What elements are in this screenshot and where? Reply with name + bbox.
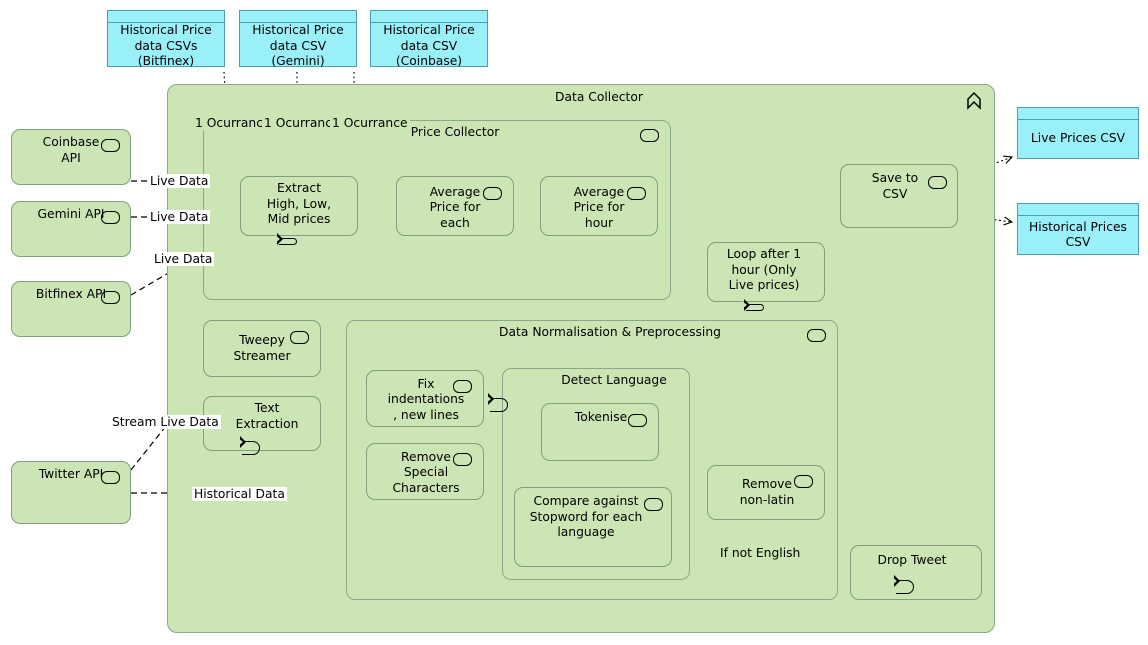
node-label: Gemini API (37, 207, 105, 221)
edge-label-occurrence-2: 1 Ocurrance (262, 116, 342, 130)
node-label: Compare against Stopword for each langua… (529, 494, 643, 539)
node-fix-indentations[interactable]: Fix indentations , new lines (366, 370, 484, 427)
node-label: Coinbase API (42, 135, 100, 165)
node-label: Remove Special Characters (392, 449, 460, 495)
node-label: Fix indentations , new lines (387, 376, 465, 422)
data-object-header-bar (240, 11, 356, 23)
process-icon (928, 176, 947, 189)
function-icon (238, 436, 260, 455)
node-text-extraction[interactable]: Text Extraction (203, 396, 321, 455)
source-node-twitter-api[interactable]: Twitter API (11, 461, 131, 524)
data-object-header-bar (1018, 108, 1138, 120)
function-icon (275, 232, 297, 245)
edge-label-live-data-gemini: Live Data (148, 210, 211, 224)
node-label: Text Extraction (235, 401, 299, 431)
data-object-label: Live Prices CSV (1030, 131, 1126, 146)
node-label: Average Price for hour (573, 184, 625, 230)
node-label: Drop Tweet (877, 553, 947, 567)
process-icon (453, 380, 472, 393)
edge-label-live-data-bitfinex: Live Data (152, 252, 215, 266)
data-object-label: Historical Price data CSV (Coinbase) (383, 23, 475, 68)
edge-label-occurrence-1: 1 Ocurrance (193, 116, 273, 130)
function-icon (486, 392, 508, 412)
process-icon (627, 187, 646, 200)
container-title-price-collector: Price Collector (410, 125, 500, 139)
historical-price-csv-bitfinex[interactable]: Historical Price data CSVs (Bitfinex) (107, 10, 225, 68)
edge-label-occurrence-3: 1 Ocurrance (330, 116, 410, 130)
node-remove-non-latin[interactable]: Remove non-latin (707, 465, 825, 520)
node-loop-after-1-hour[interactable]: Loop after 1 hour (Only Live prices) (707, 242, 825, 311)
data-object-label: Historical Prices CSV (1029, 219, 1127, 250)
source-node-bitfinex-api[interactable]: Bitfinex API (11, 281, 131, 337)
process-icon (101, 291, 120, 304)
edge-label-stream-live-data: Stream Live Data (110, 415, 221, 429)
process-icon (101, 211, 120, 224)
process-icon (640, 129, 659, 142)
process-icon (794, 475, 813, 488)
node-label: Loop after 1 hour (Only Live prices) (726, 247, 802, 292)
node-label: Tokenise (574, 410, 628, 424)
edge-label-if-not-english: If not English (718, 546, 803, 560)
node-average-price-each[interactable]: Average Price for each (396, 176, 514, 236)
data-object-header-bar (108, 11, 224, 23)
data-object-label: Historical Price data CSV (Gemini) (252, 23, 344, 68)
node-average-price-hour[interactable]: Average Price for hour (540, 176, 658, 236)
edge-label-live-data-coinbase: Live Data (148, 174, 211, 188)
edge-label-historical-data: Historical Data (192, 487, 287, 501)
historical-prices-csv[interactable]: Historical Prices CSV (1017, 203, 1139, 255)
node-compare-against-stopword[interactable]: Compare against Stopword for each langua… (514, 487, 672, 567)
container-title-data-normalisation: Data Normalisation & Preprocessing (499, 325, 721, 339)
data-object-header-bar (371, 11, 487, 23)
node-label: Remove non-latin (739, 477, 795, 507)
node-tokenise[interactable]: Tokenise (541, 403, 659, 461)
process-icon (290, 331, 309, 344)
node-remove-special-characters[interactable]: Remove Special Characters (366, 443, 484, 500)
source-node-gemini-api[interactable]: Gemini API (11, 201, 131, 257)
process-icon (101, 139, 120, 152)
grouping-chevron-icon (967, 91, 981, 110)
node-label: Twitter API (38, 467, 104, 481)
function-icon (892, 574, 914, 594)
data-object-label: Historical Price data CSVs (Bitfinex) (120, 23, 212, 68)
process-icon (101, 471, 120, 484)
source-node-coinbase-api[interactable]: Coinbase API (11, 129, 131, 185)
live-prices-csv[interactable]: Live Prices CSV (1017, 107, 1139, 159)
data-object-header-bar (1018, 204, 1138, 216)
process-icon (483, 187, 502, 200)
node-label: Save to CSV (871, 171, 919, 201)
process-icon (453, 453, 472, 466)
container-title-data-collector: Data Collector (555, 90, 643, 104)
function-icon (742, 298, 764, 311)
container-title-detect-language: Detect Language (561, 373, 667, 387)
historical-price-csv-gemini[interactable]: Historical Price data CSV (Gemini) (239, 10, 357, 68)
node-save-to-csv[interactable]: Save to CSV (840, 164, 958, 228)
node-extract-prices[interactable]: Extract High, Low, Mid prices (240, 176, 358, 245)
node-label: Average Price for each (429, 184, 481, 230)
historical-price-csv-coinbase[interactable]: Historical Price data CSV (Coinbase) (370, 10, 488, 68)
process-icon (628, 414, 647, 427)
node-label: Tweepy Streamer (233, 333, 291, 363)
node-label: Extract High, Low, Mid prices (266, 181, 332, 226)
node-tweepy-streamer[interactable]: Tweepy Streamer (203, 320, 321, 377)
process-icon (644, 498, 663, 511)
process-icon (807, 329, 826, 342)
node-drop-tweet[interactable]: Drop Tweet (850, 545, 982, 600)
